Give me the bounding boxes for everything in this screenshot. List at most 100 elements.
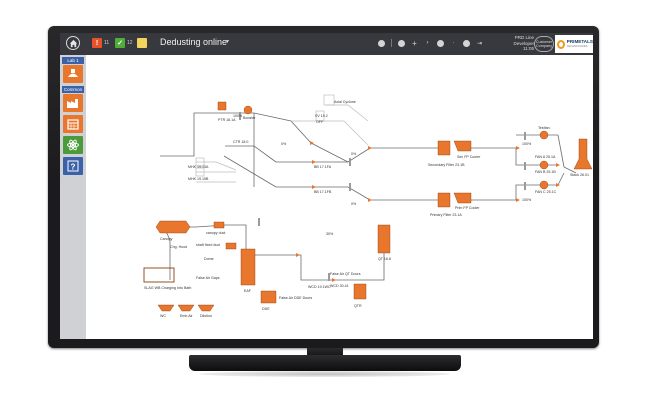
clock: 11:05 bbox=[523, 46, 534, 52]
eaf-column-shape bbox=[240, 248, 256, 286]
false-dde-label: False Air DDE Doors bbox=[279, 296, 312, 300]
check-chip[interactable]: ✓ 12 bbox=[115, 38, 133, 48]
pct-label-e: 30% bbox=[326, 232, 334, 236]
wcd2-label: WCD 30.41 bbox=[330, 284, 349, 288]
alarm-count: 11 bbox=[104, 40, 110, 46]
page-title: Dedusting online bbox=[160, 37, 228, 47]
secondary-filter-shape bbox=[437, 140, 451, 156]
brand-sub: TECHNOLOGIES bbox=[566, 45, 588, 48]
toolbar-separator bbox=[391, 39, 392, 47]
emb-air-label: Emb Air bbox=[180, 314, 193, 318]
plus-icon[interactable]: + bbox=[412, 38, 417, 48]
furnace-icon bbox=[68, 69, 78, 77]
alarm-icon: ! bbox=[92, 38, 102, 48]
camera-icon[interactable] bbox=[378, 39, 385, 47]
qt-shape bbox=[377, 224, 391, 254]
bb-label: BB 17.1FA bbox=[314, 165, 332, 169]
user-icon[interactable] bbox=[463, 39, 470, 47]
gear-icon[interactable] bbox=[398, 39, 405, 47]
check-icon: ✓ bbox=[115, 38, 125, 48]
user-line1: PRD Line bbox=[514, 35, 534, 40]
mhk-a-shape bbox=[195, 157, 205, 167]
info-icon[interactable] bbox=[437, 39, 444, 47]
sidebar-item-atom[interactable] bbox=[63, 136, 83, 154]
flow-arrows bbox=[296, 141, 560, 282]
process-diagram: PTR 18.1A Booster 100% CTR 18.0 SV 19.2 … bbox=[86, 55, 593, 339]
shaft-duct-label: shaft fixed duct bbox=[196, 243, 220, 247]
bb2-label: BB 17.1FB bbox=[314, 190, 332, 194]
duct-lines bbox=[160, 112, 577, 281]
sidebar-item-process[interactable] bbox=[63, 65, 83, 83]
canopy-label: Canopy bbox=[160, 237, 173, 241]
dedusting-flow-diagram: PTR 18.1A Booster 100% CTR 18.0 SV 19.2 … bbox=[143, 94, 593, 318]
eaf-label: EAF bbox=[244, 289, 252, 293]
monitor-stand-shadow bbox=[200, 371, 450, 377]
slag-wb-label: SLAG WB Charging Into Bath bbox=[144, 286, 191, 290]
ptr-label: PTR 18.1A bbox=[218, 118, 236, 122]
canopy-duct-shape bbox=[213, 221, 225, 229]
note-icon bbox=[137, 38, 147, 48]
more-icon[interactable]: · bbox=[452, 40, 455, 46]
monitor-stand-neck bbox=[307, 348, 343, 357]
calendar-icon bbox=[67, 119, 79, 130]
logout-icon[interactable]: ⇥ bbox=[476, 40, 483, 47]
top-bar: ! 11 ✓ 12 Dedusting online ▾ + › · ⇥ PRD… bbox=[60, 33, 593, 55]
canopy-duct-label: canopy duct bbox=[206, 231, 225, 235]
fan-c-icon bbox=[539, 180, 549, 190]
testfan-icon bbox=[539, 130, 549, 140]
sidebar-item-plant[interactable] bbox=[63, 94, 83, 112]
sidebar-group-common[interactable]: Common bbox=[62, 86, 84, 93]
wc-shape bbox=[157, 304, 175, 312]
sidebar-group-lab[interactable]: Lab 1 bbox=[62, 57, 84, 64]
dde-label: DDE bbox=[262, 307, 270, 311]
false-air-label: False Air Gaps bbox=[196, 276, 220, 280]
off-label: OFF bbox=[316, 120, 324, 124]
qtr-label: QTR bbox=[354, 304, 362, 308]
qtr-shape bbox=[353, 283, 367, 300]
pct-label-d: 100% bbox=[522, 198, 532, 202]
fan-b-icon bbox=[539, 160, 549, 170]
chevron-icon[interactable]: › bbox=[426, 40, 429, 46]
title-dropdown-caret[interactable]: ▾ bbox=[226, 39, 230, 45]
svg-text:?: ? bbox=[71, 163, 76, 172]
fan-b-label: FAN B 25.1B bbox=[535, 170, 556, 174]
qt-label: QT 18.8 bbox=[378, 257, 391, 261]
atom-icon bbox=[67, 139, 79, 151]
equipment bbox=[143, 101, 593, 312]
note-chip[interactable] bbox=[137, 38, 147, 48]
sidebar-item-help[interactable]: ? bbox=[63, 157, 83, 175]
customer-logo: Customer Company bbox=[534, 36, 554, 52]
prim-fp-cooler-label: Prim FP Cooler bbox=[455, 206, 480, 210]
dde-shape bbox=[260, 290, 277, 304]
testfan-label: Testfan bbox=[538, 126, 550, 130]
primary-filter-shape bbox=[437, 192, 451, 208]
stack-shape bbox=[573, 138, 593, 170]
canopy-shape bbox=[155, 220, 191, 234]
home-button[interactable] bbox=[66, 36, 80, 50]
slag-wb-shape bbox=[143, 267, 175, 283]
damper-markers bbox=[239, 112, 526, 281]
factory-icon bbox=[67, 99, 78, 108]
pct-label-c: 100% bbox=[522, 142, 532, 146]
booster-fan-icon bbox=[243, 105, 253, 115]
monitor-stand-base bbox=[189, 355, 461, 371]
mhk-b-shape bbox=[195, 167, 205, 177]
wcd-label: WCD 19.1WC bbox=[308, 285, 331, 289]
booster-unit bbox=[217, 101, 227, 111]
brand-name: PRIMETALS bbox=[566, 39, 593, 44]
chg-hood-label: Chg. Hood bbox=[170, 245, 187, 249]
sidebar-item-calendar[interactable] bbox=[63, 115, 83, 133]
alarm-chip[interactable]: ! 11 bbox=[92, 38, 109, 48]
wc-label: WC bbox=[160, 314, 166, 318]
shaft-duct-shape bbox=[225, 242, 237, 250]
prim-fp-cooler-shape bbox=[453, 192, 472, 204]
help-icon: ? bbox=[67, 160, 79, 172]
home-icon bbox=[69, 39, 77, 47]
pct-label-a: 0% bbox=[351, 152, 357, 156]
dilution-label: Dilution bbox=[200, 314, 212, 318]
user-info: PRD Line Developer 11:05 bbox=[494, 35, 534, 52]
sv-shape bbox=[315, 110, 325, 122]
secondary-filter-label: Secondary Filter 23.1B bbox=[428, 163, 465, 167]
pct-label-b: 0% bbox=[351, 202, 357, 206]
fan-c-label: FAN C 25.1C bbox=[535, 190, 557, 194]
